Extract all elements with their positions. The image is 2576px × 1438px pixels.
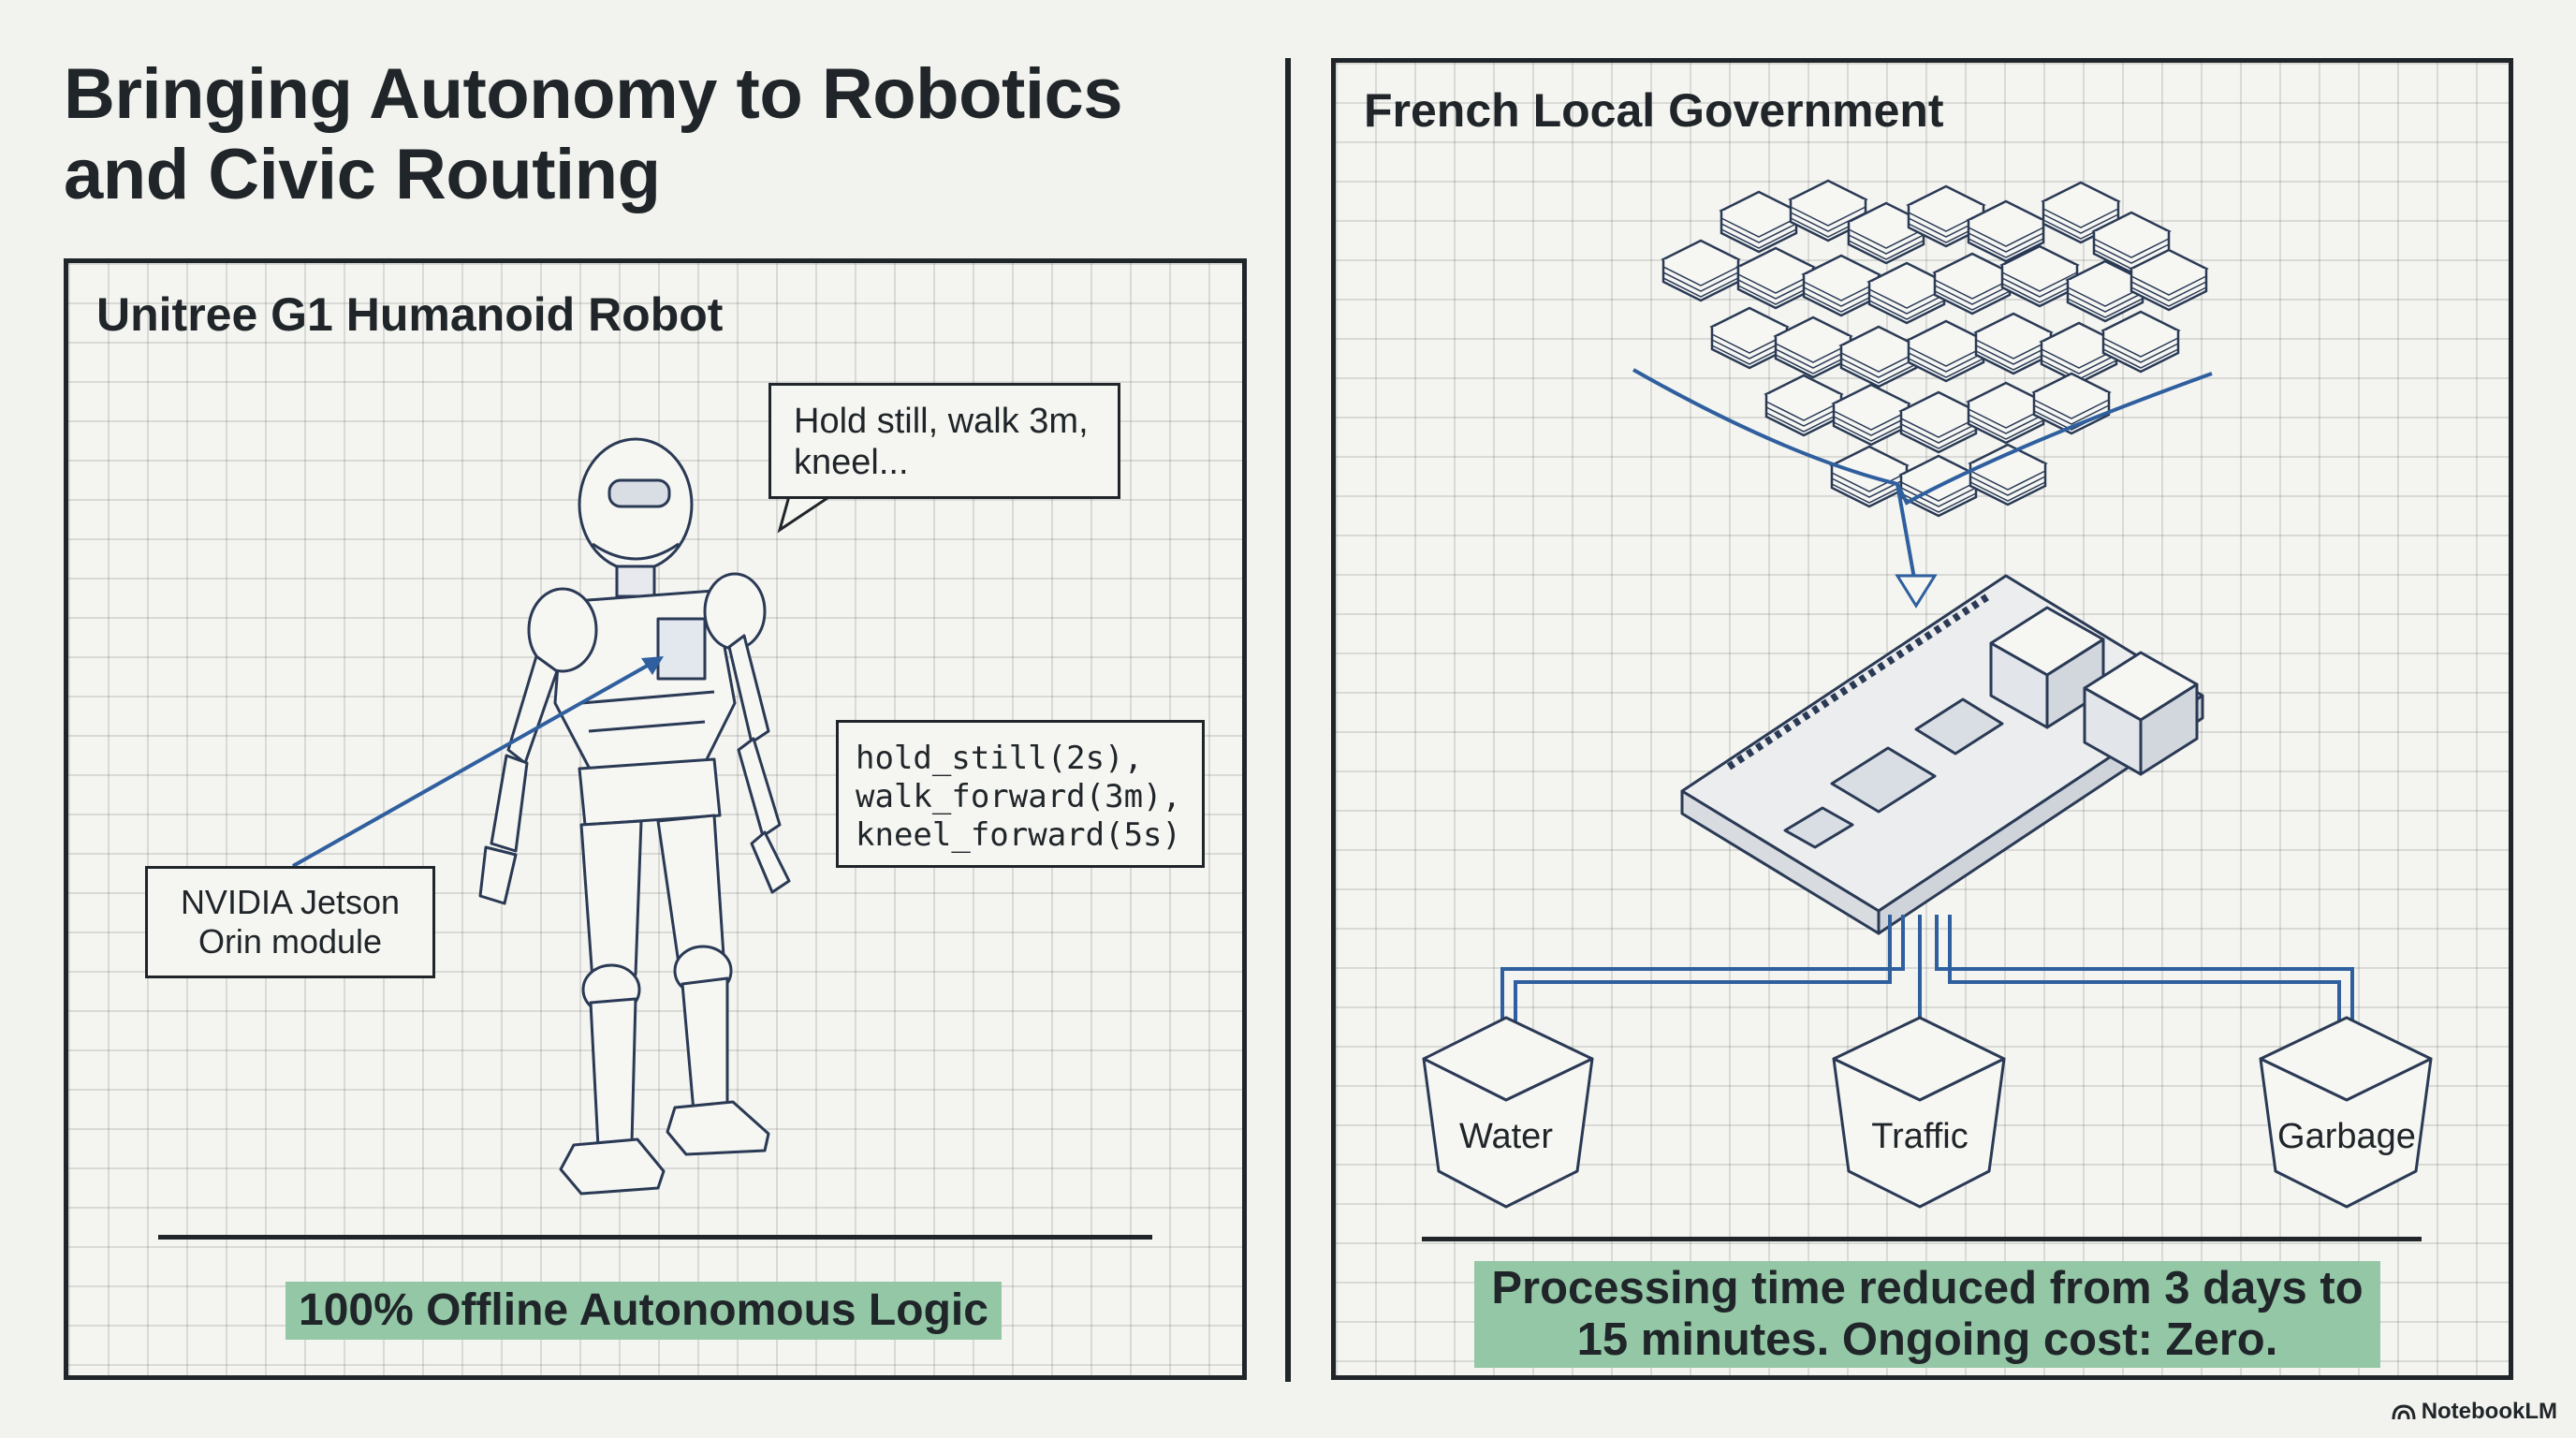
code-callout: hold_still(2s), walk_forward(3m), kneel_…: [836, 720, 1205, 868]
watermark-text: NotebookLM: [2421, 1399, 2557, 1424]
traffic-bin-icon: [1832, 1016, 2006, 1209]
bin-label-garbage: Garbage: [2277, 1117, 2416, 1156]
page-title: Bringing Autonomy to Robotics and Civic …: [64, 54, 1123, 214]
robot-panel-title: Unitree G1 Humanoid Robot: [96, 288, 724, 341]
watermark: NotebookLM: [2392, 1399, 2557, 1425]
civic-panel: French Local Government: [1331, 58, 2513, 1380]
bin-label-water: Water: [1459, 1117, 1553, 1156]
panel-divider: [1285, 58, 1291, 1382]
single-board-computer-icon: [1680, 574, 2204, 935]
humanoid-robot-icon: [292, 437, 835, 1196]
garbage-bin-icon: [2259, 1016, 2433, 1209]
right-rule: [1422, 1237, 2422, 1241]
bin-label-traffic: Traffic: [1871, 1117, 1969, 1156]
envelope-stack-icon: [1661, 179, 2208, 518]
civic-diagram: [1422, 179, 2433, 1209]
civic-panel-title: French Local Government: [1364, 84, 1944, 137]
offline-logic-highlight: 100% Offline Autonomous Logic: [285, 1282, 1002, 1340]
processing-time-highlight: Processing time reduced from 3 days to 1…: [1474, 1261, 2380, 1368]
jetson-module-label: NVIDIA Jetson Orin module: [145, 866, 435, 978]
left-rule: [158, 1235, 1152, 1240]
speech-bubble: Hold still, walk 3m, kneel...: [768, 383, 1120, 499]
robot-panel: Unitree G1 Humanoid Robot: [64, 258, 1247, 1380]
notebooklm-logo-icon: [2392, 1404, 2416, 1420]
water-bin-icon: [1422, 1016, 1594, 1209]
